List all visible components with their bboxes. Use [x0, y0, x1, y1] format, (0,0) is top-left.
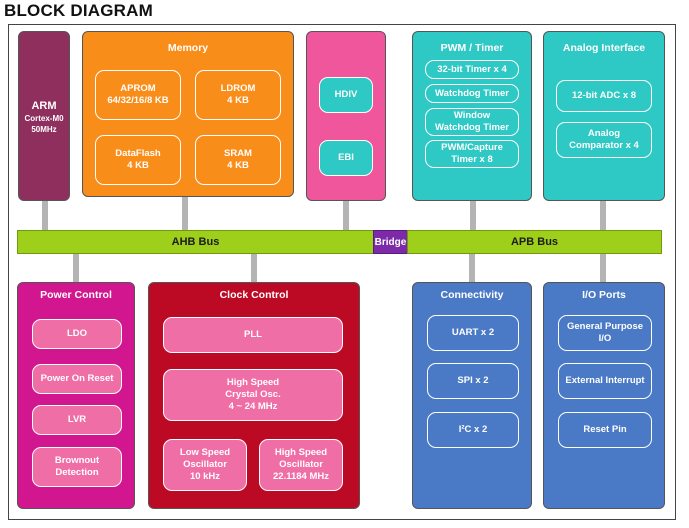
pwm-timer-title: PWM / Timer — [440, 42, 504, 54]
pwm-timer-block: PWM / Timer 32-bit Timer x 4 Watchdog Ti… — [412, 31, 532, 201]
memory-block: Memory APROM 64/32/16/8 KB LDROM 4 KB Da… — [82, 31, 294, 197]
apb-bus: APB Bus — [407, 230, 662, 254]
pll-box: PLL — [163, 317, 343, 353]
gpio-box: General Purpose I/O — [558, 315, 652, 351]
lvr-box: LVR — [32, 405, 122, 435]
watchdog-timer-box: Watchdog Timer — [425, 84, 519, 103]
diagram-title: BLOCK DIAGRAM — [4, 1, 153, 20]
connector-analog — [600, 200, 606, 231]
connector-arm — [42, 200, 48, 231]
uart-box: UART x 2 — [427, 315, 519, 351]
window-watchdog-box: Window Watchdog Timer — [425, 108, 519, 136]
crystal-osc-box: High Speed Crystal Osc. 4 ~ 24 MHz — [163, 369, 343, 421]
brownout-detection-box: Brownout Detection — [32, 447, 122, 487]
external-interrupt-box: External Interrupt — [558, 363, 652, 399]
arm-name: ARM — [31, 100, 57, 112]
hdiv-ebi-block: HDIV EBI — [306, 31, 386, 201]
power-on-reset-box: Power On Reset — [32, 364, 122, 394]
connector-connectivity — [469, 253, 475, 283]
sram-box: SRAM 4 KB — [195, 135, 281, 185]
connector-hdiv — [343, 200, 349, 231]
diagram-frame — [8, 24, 676, 520]
ebi-box: EBI — [319, 140, 373, 176]
connector-pwm — [470, 200, 476, 231]
bridge-box: Bridge — [373, 230, 408, 254]
arm-label: ARM Cortex-M0 50MHz — [19, 100, 69, 135]
connectivity-block: Connectivity UART x 2 SPI x 2 I²C x 2 — [412, 282, 532, 509]
analog-comparator-box: Analog Comparator x 4 — [556, 122, 652, 158]
ahb-bus: AHB Bus — [17, 230, 374, 254]
hdiv-box: HDIV — [319, 77, 373, 113]
connector-power — [73, 253, 79, 283]
spi-box: SPI x 2 — [427, 363, 519, 399]
i2c-box: I²C x 2 — [427, 412, 519, 448]
ldo-box: LDO — [32, 319, 122, 349]
high-speed-osc-box: High Speed Oscillator 22.1184 MHz — [259, 439, 343, 491]
reset-pin-box: Reset Pin — [558, 412, 652, 448]
connector-memory — [182, 197, 188, 231]
aprom-box: APROM 64/32/16/8 KB — [95, 70, 181, 120]
power-control-block: Power Control LDO Power On Reset LVR Bro… — [17, 282, 135, 509]
memory-title: Memory — [167, 42, 209, 54]
connectivity-title: Connectivity — [440, 289, 504, 301]
adc-box: 12-bit ADC x 8 — [556, 80, 652, 112]
ldrom-box: LDROM 4 KB — [195, 70, 281, 120]
timer-32bit-box: 32-bit Timer x 4 — [425, 60, 519, 79]
low-speed-osc-box: Low Speed Oscillator 10 kHz — [163, 439, 247, 491]
power-control-title: Power Control — [40, 289, 112, 301]
analog-interface-block: Analog Interface 12-bit ADC x 8 Analog C… — [543, 31, 665, 201]
connector-clock — [251, 253, 257, 283]
io-ports-block: I/O Ports General Purpose I/O External I… — [543, 282, 665, 509]
clock-control-title: Clock Control — [219, 289, 289, 301]
io-ports-title: I/O Ports — [582, 289, 626, 301]
arm-cpu-block: ARM Cortex-M0 50MHz — [18, 31, 70, 201]
arm-frequency: 50MHz — [31, 125, 57, 134]
clock-control-block: Clock Control PLL High Speed Crystal Osc… — [148, 282, 360, 509]
arm-core: Cortex-M0 — [24, 114, 64, 123]
dataflash-box: DataFlash 4 KB — [95, 135, 181, 185]
connector-io — [600, 253, 606, 283]
analog-interface-title: Analog Interface — [562, 42, 646, 54]
pwm-capture-box: PWM/Capture Timer x 8 — [425, 140, 519, 168]
